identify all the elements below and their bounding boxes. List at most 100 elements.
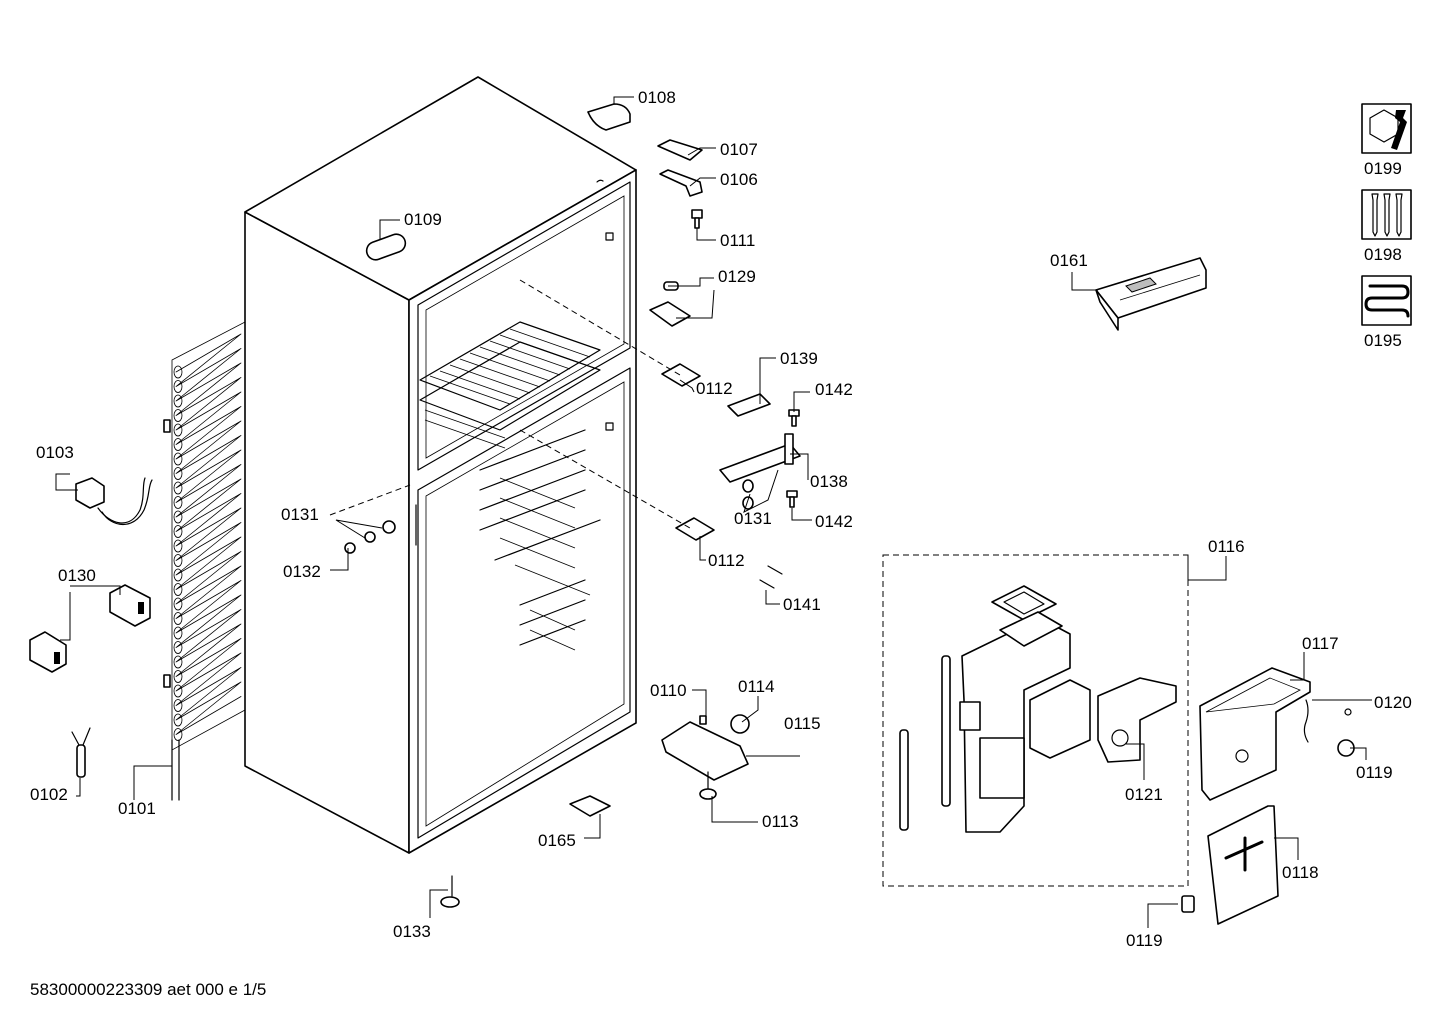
callout-labels: 0108 0107 0106 0111 0109 0129 0112 0139 … xyxy=(30,88,1412,950)
document-code: 58300000223309 aet 000 e 1/5 xyxy=(30,980,267,999)
part-0161-control xyxy=(1095,257,1207,331)
label-0119-lower: 0119 xyxy=(1126,931,1163,950)
label-0111: 0111 xyxy=(720,231,755,250)
label-0129: 0129 xyxy=(718,267,756,286)
label-0165: 0165 xyxy=(538,831,576,850)
condenser-bend xyxy=(173,409,183,422)
condenser-bend xyxy=(173,670,183,683)
part-0103-relay xyxy=(75,477,153,526)
part-0130-relay-box xyxy=(29,584,151,673)
label-0130: 0130 xyxy=(58,566,96,585)
condenser-bend xyxy=(173,713,183,727)
label-0199: 0199 xyxy=(1364,159,1402,178)
coil-icon xyxy=(1361,275,1412,326)
leader-lines xyxy=(55,96,1372,928)
cabinet xyxy=(244,76,637,854)
label-0115: 0115 xyxy=(784,714,821,733)
label-0117: 0117 xyxy=(1302,634,1339,653)
part-0119b xyxy=(1181,895,1195,913)
part-0120-spring xyxy=(1303,699,1352,743)
guide-lines xyxy=(329,279,691,529)
condenser-bend xyxy=(173,612,183,625)
label-0101: 0101 xyxy=(118,799,156,818)
label-0110: 0110 xyxy=(650,681,687,700)
part-0133-foot xyxy=(440,875,460,908)
label-0138: 0138 xyxy=(810,472,848,491)
part-0141 xyxy=(759,565,783,589)
part-0129 xyxy=(649,281,691,327)
label-0142: 0142 xyxy=(815,380,853,399)
label-0109: 0109 xyxy=(404,210,442,229)
condenser-bend xyxy=(173,452,183,466)
wrench-nut-icon xyxy=(1361,103,1412,154)
part-0131b xyxy=(742,479,754,510)
condenser xyxy=(163,321,246,801)
label-0131-left: 0131 xyxy=(281,505,319,524)
part-0142a xyxy=(788,409,800,427)
condenser-bend xyxy=(173,554,183,567)
label-0118: 0118 xyxy=(1282,863,1319,882)
label-0195: 0195 xyxy=(1364,331,1402,350)
label-0142-lower: 0142 xyxy=(815,512,853,531)
label-0103: 0103 xyxy=(36,443,74,462)
label-0131-right: 0131 xyxy=(734,509,772,528)
label-0112-lower: 0112 xyxy=(708,551,745,570)
condenser-bend xyxy=(173,467,183,480)
label-0106: 0106 xyxy=(720,170,758,189)
condenser-bend xyxy=(173,655,183,669)
part-0142b xyxy=(786,490,798,508)
condenser-bend xyxy=(173,496,183,509)
part-0112b xyxy=(675,517,715,541)
part-0108 xyxy=(587,103,631,131)
part-0106 xyxy=(659,169,703,197)
label-0116: 0116 xyxy=(1208,537,1245,556)
label-0113: 0113 xyxy=(762,812,799,831)
condenser-bend xyxy=(173,394,183,408)
part-0138-hinge xyxy=(719,433,801,483)
condenser-bend xyxy=(173,380,183,393)
condenser-bend xyxy=(173,539,183,553)
label-0120: 0120 xyxy=(1374,693,1412,712)
condenser-coil xyxy=(175,333,242,735)
part-0115-base xyxy=(661,714,750,781)
part-0109 xyxy=(365,233,407,261)
kit-0116-boundary xyxy=(882,554,1189,887)
part-0102-sensor xyxy=(71,727,91,778)
condenser-bend xyxy=(173,365,183,379)
part-0107 xyxy=(657,139,703,161)
kit-0116-parts xyxy=(899,585,1177,833)
part-0117-tray xyxy=(1199,667,1311,801)
condenser-bend xyxy=(173,641,183,654)
condenser-bend xyxy=(173,626,183,640)
label-0161: 0161 xyxy=(1050,251,1088,270)
screws-icon xyxy=(1361,189,1412,240)
condenser-bend xyxy=(173,481,183,495)
label-0121: 0121 xyxy=(1125,785,1163,804)
label-0198: 0198 xyxy=(1364,245,1402,264)
condenser-bend xyxy=(173,568,183,582)
label-0107: 0107 xyxy=(720,140,758,159)
label-0114: 0114 xyxy=(738,677,775,696)
condenser-bend xyxy=(173,684,183,698)
condenser-bend xyxy=(173,423,183,437)
part-0139 xyxy=(727,393,771,417)
condenser-bend xyxy=(173,699,183,712)
label-0108: 0108 xyxy=(638,88,676,107)
part-0111 xyxy=(691,209,703,229)
condenser-bend xyxy=(173,597,183,611)
label-0133: 0133 xyxy=(393,922,431,941)
condenser-bend xyxy=(173,525,183,538)
label-0141: 0141 xyxy=(783,595,821,614)
condenser-bend xyxy=(173,510,183,524)
label-0139: 0139 xyxy=(780,349,818,368)
label-0119-right: 0119 xyxy=(1356,763,1393,782)
condenser-bend xyxy=(173,438,183,451)
label-0112: 0112 xyxy=(696,379,733,398)
condenser-bend xyxy=(173,728,183,741)
label-0102: 0102 xyxy=(30,785,68,804)
condenser-bend xyxy=(173,583,183,596)
part-0165 xyxy=(569,795,611,817)
part-0118-cover xyxy=(1207,805,1279,925)
label-0132: 0132 xyxy=(283,562,321,581)
